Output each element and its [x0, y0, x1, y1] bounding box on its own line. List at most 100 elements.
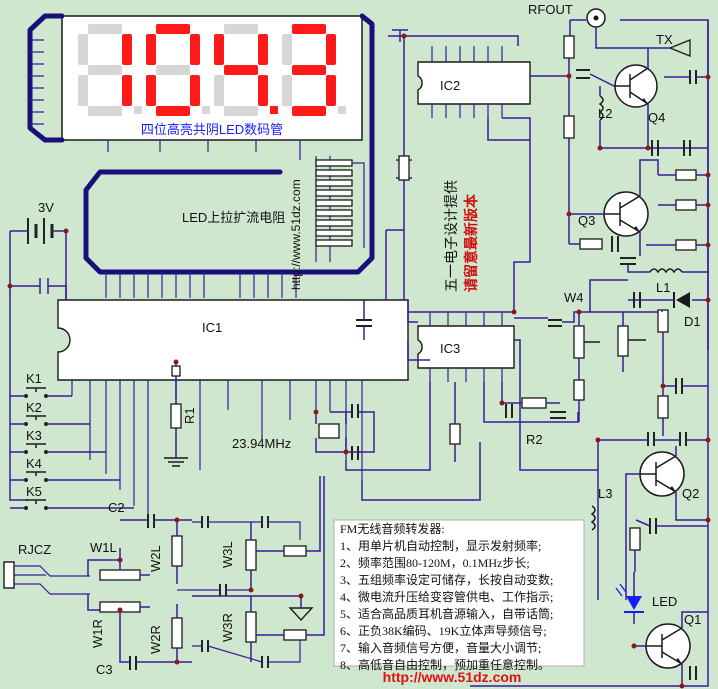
svg-text:K2: K2: [26, 400, 42, 415]
q4-label: Q4: [648, 110, 665, 125]
digit-2-segment-g: [156, 65, 190, 75]
notes-item-8: 8、高低音自由控制，预加重任意控制。: [340, 657, 550, 672]
digit-1-decimal-point: [134, 106, 142, 114]
ic2-label: IC2: [440, 78, 460, 93]
l3-label: L3: [598, 486, 612, 501]
rjcz-label: RJCZ: [18, 542, 51, 557]
digit-2-segment-a: [156, 24, 190, 34]
digit-3-segment-e: [214, 75, 224, 106]
w1r-label: W1R: [90, 619, 105, 648]
key-k2: K2: [10, 400, 90, 426]
digit-4-segment-f: [282, 34, 292, 65]
notes-item-3: 3、五组频率设定可储存，长按自动变数;: [340, 572, 553, 587]
audio-input: RJCZ W1L W1R C2 C3 W2L W2R W3L W3R: [3, 476, 325, 677]
digit-4-segment-e: [282, 75, 292, 106]
svg-text:K3: K3: [26, 428, 42, 443]
digit-3-decimal-point: [270, 106, 278, 114]
svg-text:K4: K4: [26, 456, 42, 471]
digit-3-segment-a: [224, 24, 258, 34]
ic1-label: IC1: [202, 320, 222, 335]
crystal-label: 23.94MHz: [232, 436, 291, 451]
key-k5: K5: [10, 484, 134, 510]
digit-1-segment-b: [122, 34, 132, 65]
battery-label: 3V: [38, 200, 54, 215]
output-stage: Q2 L3 LED Q1: [470, 20, 709, 687]
notes-item-5: 5、适合高品质耳机音源输入，自带话筒;: [340, 606, 553, 621]
digit-2-segment-b: [190, 34, 200, 65]
digit-3-segment-c: [258, 75, 268, 106]
digit-4-segment-a: [292, 24, 326, 34]
r2-label: R2: [526, 432, 543, 447]
key-k3: K3: [10, 428, 106, 454]
digit-3-segment-d: [224, 106, 258, 116]
w3l-label: W3L: [220, 541, 235, 568]
digit-1-segment-e: [78, 75, 88, 106]
l2-label: L2: [598, 106, 612, 121]
digit-2-segment-f: [146, 34, 156, 65]
r2: R2: [483, 382, 579, 447]
ic2: IC2: [388, 29, 531, 212]
w3r-label: W3R: [220, 613, 235, 642]
digit-4-segment-c: [326, 75, 336, 106]
w2l-label: W2L: [148, 545, 163, 572]
rfout-label: RFOUT: [528, 2, 573, 17]
digit-1-segment-g: [88, 65, 122, 75]
notes-item-2: 2、频率范围80-120M，0.1MHz步长;: [340, 555, 530, 570]
q1-label: Q1: [684, 612, 701, 627]
ic1: IC1: [10, 278, 409, 520]
c2-label: C2: [108, 500, 125, 515]
interconnect-wires: [345, 117, 628, 501]
display-digits: [78, 24, 346, 116]
l1-label: L1: [656, 280, 670, 295]
footer-url: http://www.51dz.com: [383, 669, 522, 685]
q2-label: Q2: [682, 486, 699, 501]
ic3-label: IC3: [440, 341, 460, 356]
w1l-label: W1L: [90, 540, 117, 555]
c3-label: C3: [96, 662, 113, 677]
digit-1-segment-d: [88, 106, 122, 116]
r1-label: R1: [182, 407, 197, 424]
w4-label: W4: [564, 290, 584, 305]
d1-label: D1: [684, 314, 701, 329]
notes-item-4: 4、微电流升压给变容管供电、工作指示;: [340, 589, 553, 604]
r1: R1: [164, 362, 197, 467]
vertical-credits: http://www.51dz.com 五一电子设计提供 请留意最新版本: [289, 179, 479, 292]
digit-2-segment-d: [156, 106, 190, 116]
digit-1-segment-a: [88, 24, 122, 34]
digit-3-segment-f: [214, 34, 224, 65]
crystal: 23.94MHz: [232, 404, 375, 460]
notes-item-7: 7、输入音频信号方便，音量大小调节;: [340, 640, 541, 655]
credit-provider: 五一电子设计提供: [443, 180, 459, 292]
digit-1-segment-c: [122, 75, 132, 106]
digit-4-segment-d: [292, 106, 326, 116]
digit-3-segment-b: [258, 34, 268, 65]
digit-4-segment-g: [292, 65, 326, 75]
notes-title: FM无线音频转发器:: [340, 521, 445, 536]
rf-section: RFOUT TX Q4 L2 Q3: [528, 2, 709, 436]
notes-item-6: 6、正负38K编码、19K立体声导频信号;: [340, 623, 547, 638]
keys: K1 K2 K3 K4 K5: [10, 371, 134, 510]
credit-notice: 请留意最新版本: [463, 193, 479, 292]
credit-url: http://www.51dz.com: [289, 179, 303, 290]
digit-2-segment-c: [190, 75, 200, 106]
led-label: LED: [652, 594, 677, 609]
digit-4-decimal-point: [338, 106, 346, 114]
digit-2-segment-e: [146, 75, 156, 106]
tx-label: TX: [656, 32, 673, 47]
digit-4-segment-b: [326, 34, 336, 65]
digit-2-decimal-point: [202, 106, 210, 114]
feature-notes: FM无线音频转发器: 1、用单片机自动控制，显示发射频率; 2、频率范围80-1…: [333, 519, 585, 672]
digit-3-segment-g: [224, 65, 258, 75]
w2r-label: W2R: [148, 625, 163, 654]
led-display: 四位高亮共阴LED数码管: [61, 15, 363, 141]
key-k4: K4: [10, 456, 120, 482]
q3-label: Q3: [578, 213, 595, 228]
junction-dots: [7, 33, 711, 689]
digit-1-segment-f: [78, 34, 88, 65]
battery: 3V: [9, 200, 67, 501]
svg-text:K1: K1: [26, 371, 42, 386]
display-caption: 四位高亮共阴LED数码管: [141, 122, 283, 137]
key-k1: K1: [10, 371, 72, 398]
notes-item-1: 1、用单片机自动控制，显示发射频率;: [340, 538, 541, 553]
